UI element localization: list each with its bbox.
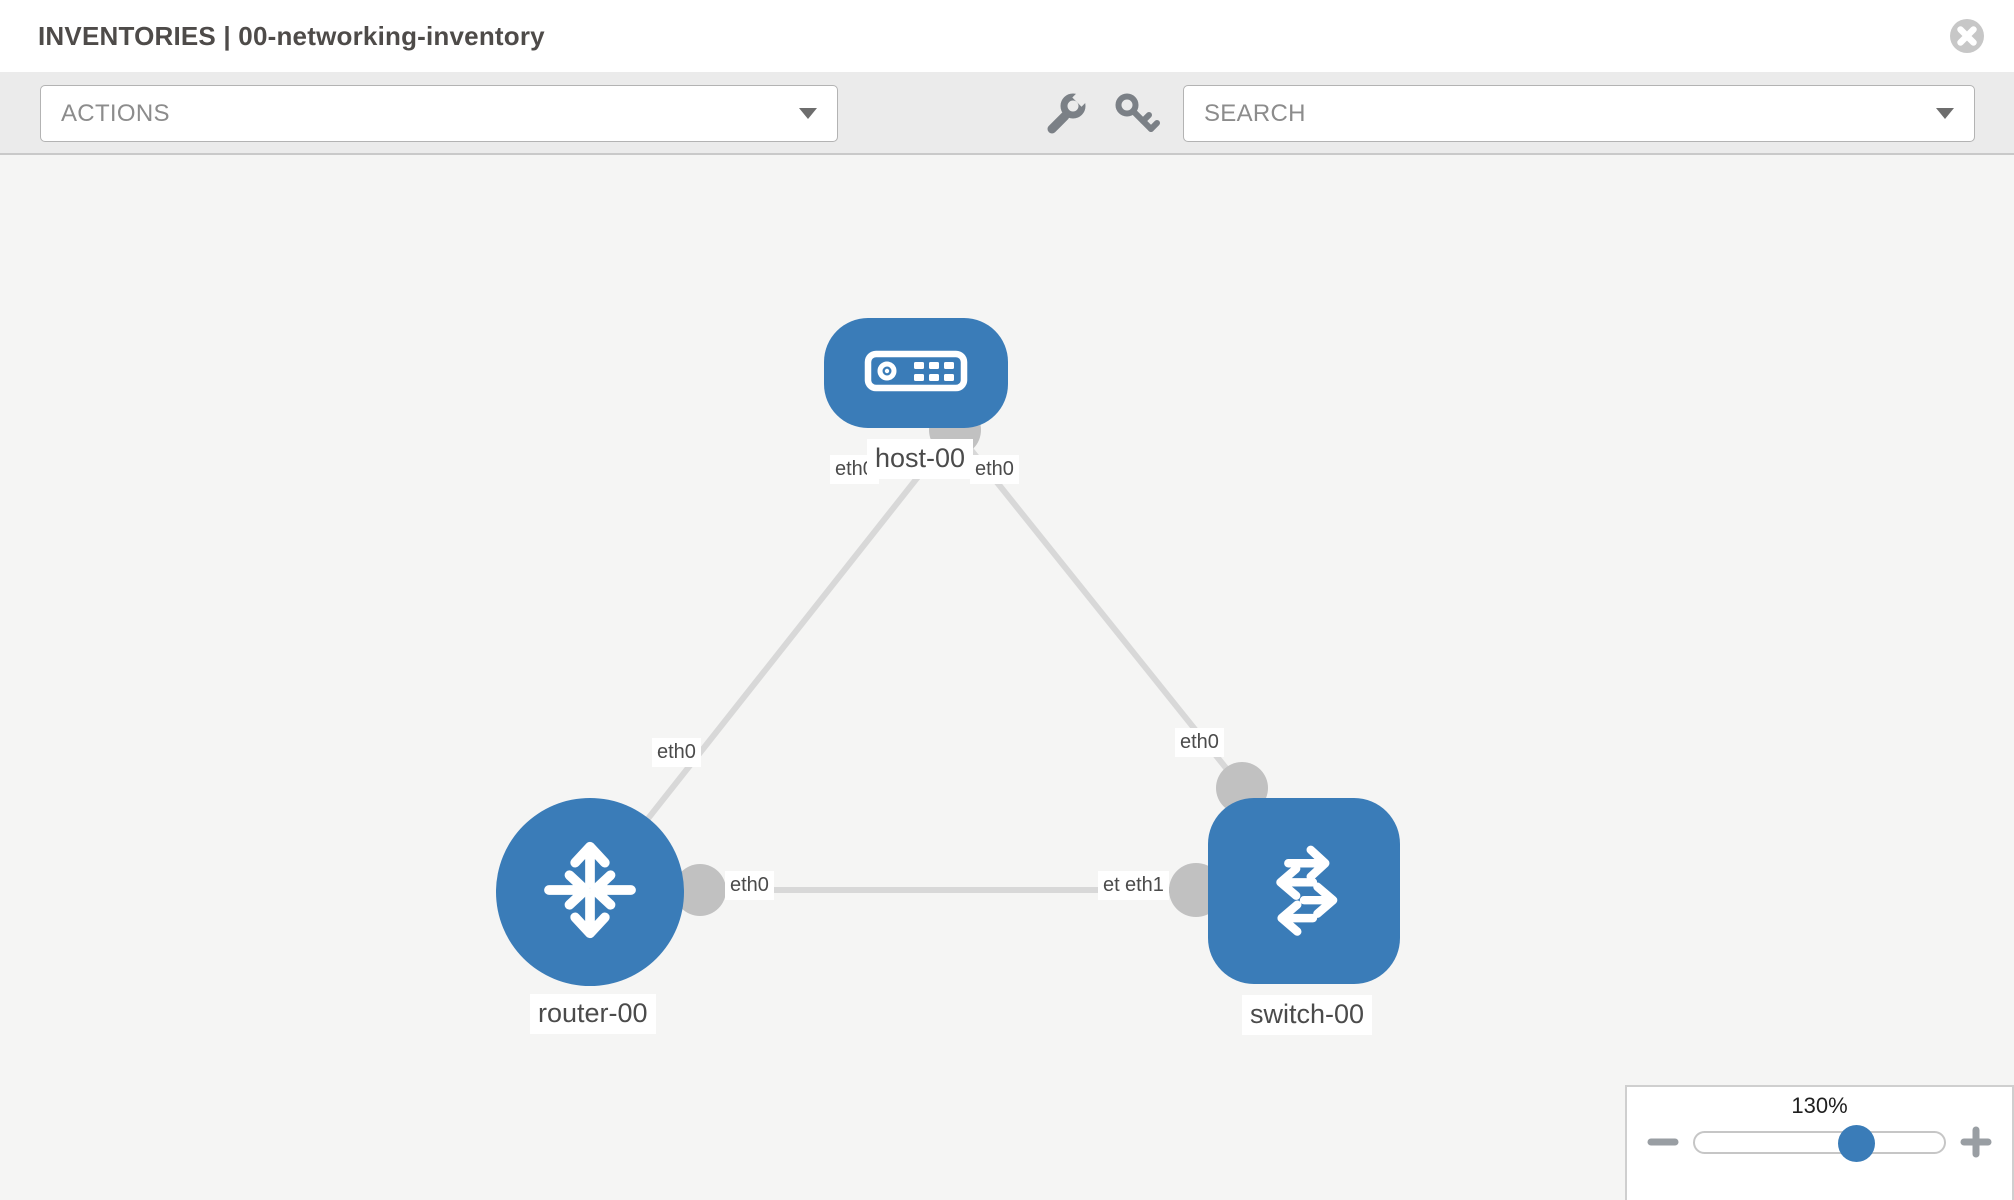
search-dropdown-label: SEARCH xyxy=(1204,99,1306,127)
wrench-icon[interactable] xyxy=(1042,88,1091,136)
router-icon xyxy=(533,833,647,952)
actions-dropdown-label: ACTIONS xyxy=(61,99,170,127)
interface-label: eth0 xyxy=(1175,728,1224,757)
node-host-00[interactable] xyxy=(824,318,1008,428)
zoom-panel: 130% xyxy=(1625,1085,2014,1200)
toolbar: ACTIONS SEARCH xyxy=(0,72,2014,155)
node-label[interactable]: host-00 xyxy=(867,439,974,479)
zoom-level: 130% xyxy=(1791,1093,1848,1118)
switch-icon xyxy=(1248,833,1360,950)
node-label[interactable]: router-00 xyxy=(530,994,656,1034)
chevron-down-icon xyxy=(799,108,817,119)
interface-label: eth1 xyxy=(1120,871,1169,900)
topology-link xyxy=(587,428,958,894)
zoom-out-button[interactable] xyxy=(1647,1126,1679,1158)
key-icon[interactable] xyxy=(1113,92,1161,136)
zoom-slider-handle[interactable] xyxy=(1837,1124,1875,1162)
node-label[interactable]: switch-00 xyxy=(1242,995,1373,1035)
zoom-row xyxy=(1627,1124,2012,1162)
search-dropdown[interactable]: SEARCH xyxy=(1183,85,1975,142)
interface-label: eth0 xyxy=(725,871,774,900)
chevron-down-icon xyxy=(1936,108,1954,119)
zoom-in-button[interactable] xyxy=(1960,1126,1992,1158)
topology-canvas[interactable]: eth0host-00eth0eth0eth0eth0eth0eth1route… xyxy=(0,155,2014,1200)
node-switch-00[interactable] xyxy=(1208,798,1400,984)
header: INVENTORIES | 00-networking-inventory xyxy=(0,0,2014,72)
zoom-slider[interactable] xyxy=(1693,1124,1946,1162)
page-title: INVENTORIES | 00-networking-inventory xyxy=(38,20,545,51)
node-router-00[interactable] xyxy=(496,798,684,986)
interface-port[interactable] xyxy=(674,864,726,916)
actions-dropdown[interactable]: ACTIONS xyxy=(40,85,838,142)
interface-label: eth0 xyxy=(970,455,1019,484)
host-icon xyxy=(864,349,968,398)
links-layer xyxy=(587,404,1268,917)
interface-label: eth0 xyxy=(652,738,701,767)
close-icon[interactable] xyxy=(1948,17,1986,55)
